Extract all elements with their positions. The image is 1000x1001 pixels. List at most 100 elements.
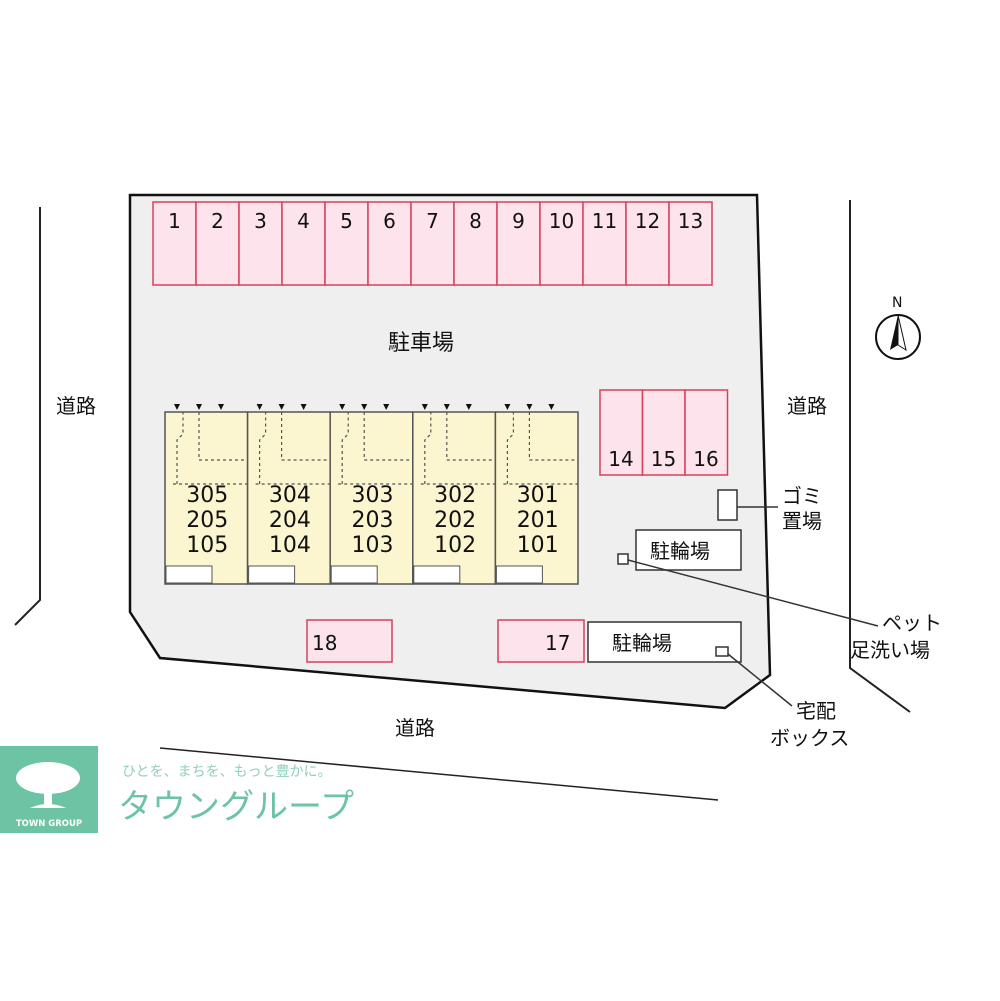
entrance-marker-icon xyxy=(361,404,368,410)
delivery-box-label: 宅配 xyxy=(796,699,836,723)
parking-space xyxy=(410,201,455,286)
parking-space xyxy=(195,201,240,286)
north-label: N xyxy=(892,295,902,311)
parking-label: 6 xyxy=(383,209,396,233)
pet-wash-label: 足洗い場 xyxy=(850,638,930,662)
interior-line xyxy=(503,412,578,485)
unit-block xyxy=(246,411,331,585)
parking-label: 3 xyxy=(254,209,267,233)
delivery-box-label: ボックス xyxy=(770,726,849,750)
parking-label: 1 xyxy=(168,209,181,233)
entrance-marker-icon xyxy=(526,404,533,410)
bike-parking-2 xyxy=(587,621,742,663)
entrance-marker-icon xyxy=(465,404,472,410)
parking-space xyxy=(684,389,729,476)
parking-space xyxy=(152,201,197,286)
entrance-marker-icon xyxy=(300,404,307,410)
road-edge-bottom xyxy=(159,747,719,801)
entrance-marker-icon xyxy=(548,404,555,410)
bike-parking-label: 駐輪場 xyxy=(650,539,710,563)
pet-wash-area xyxy=(617,553,629,565)
parking-space xyxy=(306,619,393,663)
parking-label: 12 xyxy=(635,209,660,233)
road-edge-left xyxy=(14,207,41,626)
building: 3052051053042041043032031033022021023012… xyxy=(164,404,579,585)
north-compass-icon: N xyxy=(875,295,921,360)
balcony xyxy=(330,565,378,584)
parking-space xyxy=(599,389,644,476)
parking-space xyxy=(238,201,283,286)
town-group-logo: TOWN GROUP ひとを、まちを、もっと豊かに。 タウングループ xyxy=(0,746,354,833)
bike-parking-label: 駐輪場 xyxy=(612,631,672,655)
unit-block xyxy=(494,411,579,585)
unit-number: 103 xyxy=(352,533,394,558)
unit-number: 202 xyxy=(434,508,476,533)
unit-number: 201 xyxy=(517,508,559,533)
parking-label: 13 xyxy=(678,209,703,233)
logo-tagline: ひとを、まちを、もっと豊かに。 xyxy=(122,764,332,780)
entrance-marker-icon xyxy=(218,404,224,410)
unit-block xyxy=(164,411,249,585)
unit-number: 304 xyxy=(269,483,311,508)
garbage-area xyxy=(717,489,738,521)
parking-label: 4 xyxy=(297,209,310,233)
interior-line xyxy=(173,412,248,485)
entrance-marker-icon xyxy=(383,404,390,410)
logo-badge-text: TOWN GROUP xyxy=(16,819,82,829)
parking-space xyxy=(453,201,498,286)
parking-label: 15 xyxy=(651,447,676,471)
interior-line xyxy=(420,412,496,485)
unit-number: 101 xyxy=(517,533,559,558)
bike-parking-1 xyxy=(635,529,742,571)
parking-label: 5 xyxy=(340,209,353,233)
parking-label: 2 xyxy=(211,209,224,233)
unit-number: 305 xyxy=(186,483,228,508)
unit-number: 204 xyxy=(269,508,311,533)
unit-number: 303 xyxy=(352,483,394,508)
interior-line xyxy=(255,412,331,485)
parking-space xyxy=(625,201,670,286)
unit-block xyxy=(329,411,414,585)
parking-label: 10 xyxy=(549,209,574,233)
interior-line xyxy=(338,412,413,485)
parking-space xyxy=(641,389,686,476)
parking-space xyxy=(539,201,584,286)
balcony xyxy=(165,565,213,584)
parking-label: 16 xyxy=(693,447,718,471)
parking-label: 9 xyxy=(512,209,525,233)
parking-label: 7 xyxy=(426,209,439,233)
road-label-left: 道路 xyxy=(56,394,96,418)
parking-space xyxy=(496,201,541,286)
unit-block xyxy=(412,411,497,585)
road-edge-right xyxy=(849,200,911,713)
unit-number: 301 xyxy=(517,483,559,508)
unit-number: 105 xyxy=(186,533,228,558)
garbage-label: ゴミ xyxy=(782,484,822,508)
parking-space xyxy=(497,619,585,663)
entrance-marker-icon xyxy=(339,404,346,410)
road-label-bottom: 道路 xyxy=(395,716,435,740)
balcony xyxy=(413,565,461,584)
parking-row-right: 14 15 16 xyxy=(599,389,729,476)
entrance-marker-icon xyxy=(196,404,202,410)
entrance-marker-icon xyxy=(256,404,263,410)
balcony xyxy=(248,565,296,584)
entrance-marker-icon xyxy=(174,404,180,410)
parking-label: 14 xyxy=(608,447,633,471)
road-label-right: 道路 xyxy=(787,394,827,418)
unit-number: 203 xyxy=(352,508,394,533)
entrance-marker-icon xyxy=(504,404,511,410)
pet-wash-label: ペット xyxy=(882,611,942,635)
leader-line xyxy=(627,559,879,627)
logo-name: タウングループ xyxy=(118,787,354,827)
parking-label-17: 17 xyxy=(545,631,570,655)
unit-number: 102 xyxy=(434,533,476,558)
leader-line xyxy=(727,653,793,707)
garbage-label: 置場 xyxy=(782,509,822,533)
parking-lot-label: 駐車場 xyxy=(388,331,454,356)
entrance-marker-icon xyxy=(443,404,450,410)
parking-label: 11 xyxy=(592,209,617,233)
